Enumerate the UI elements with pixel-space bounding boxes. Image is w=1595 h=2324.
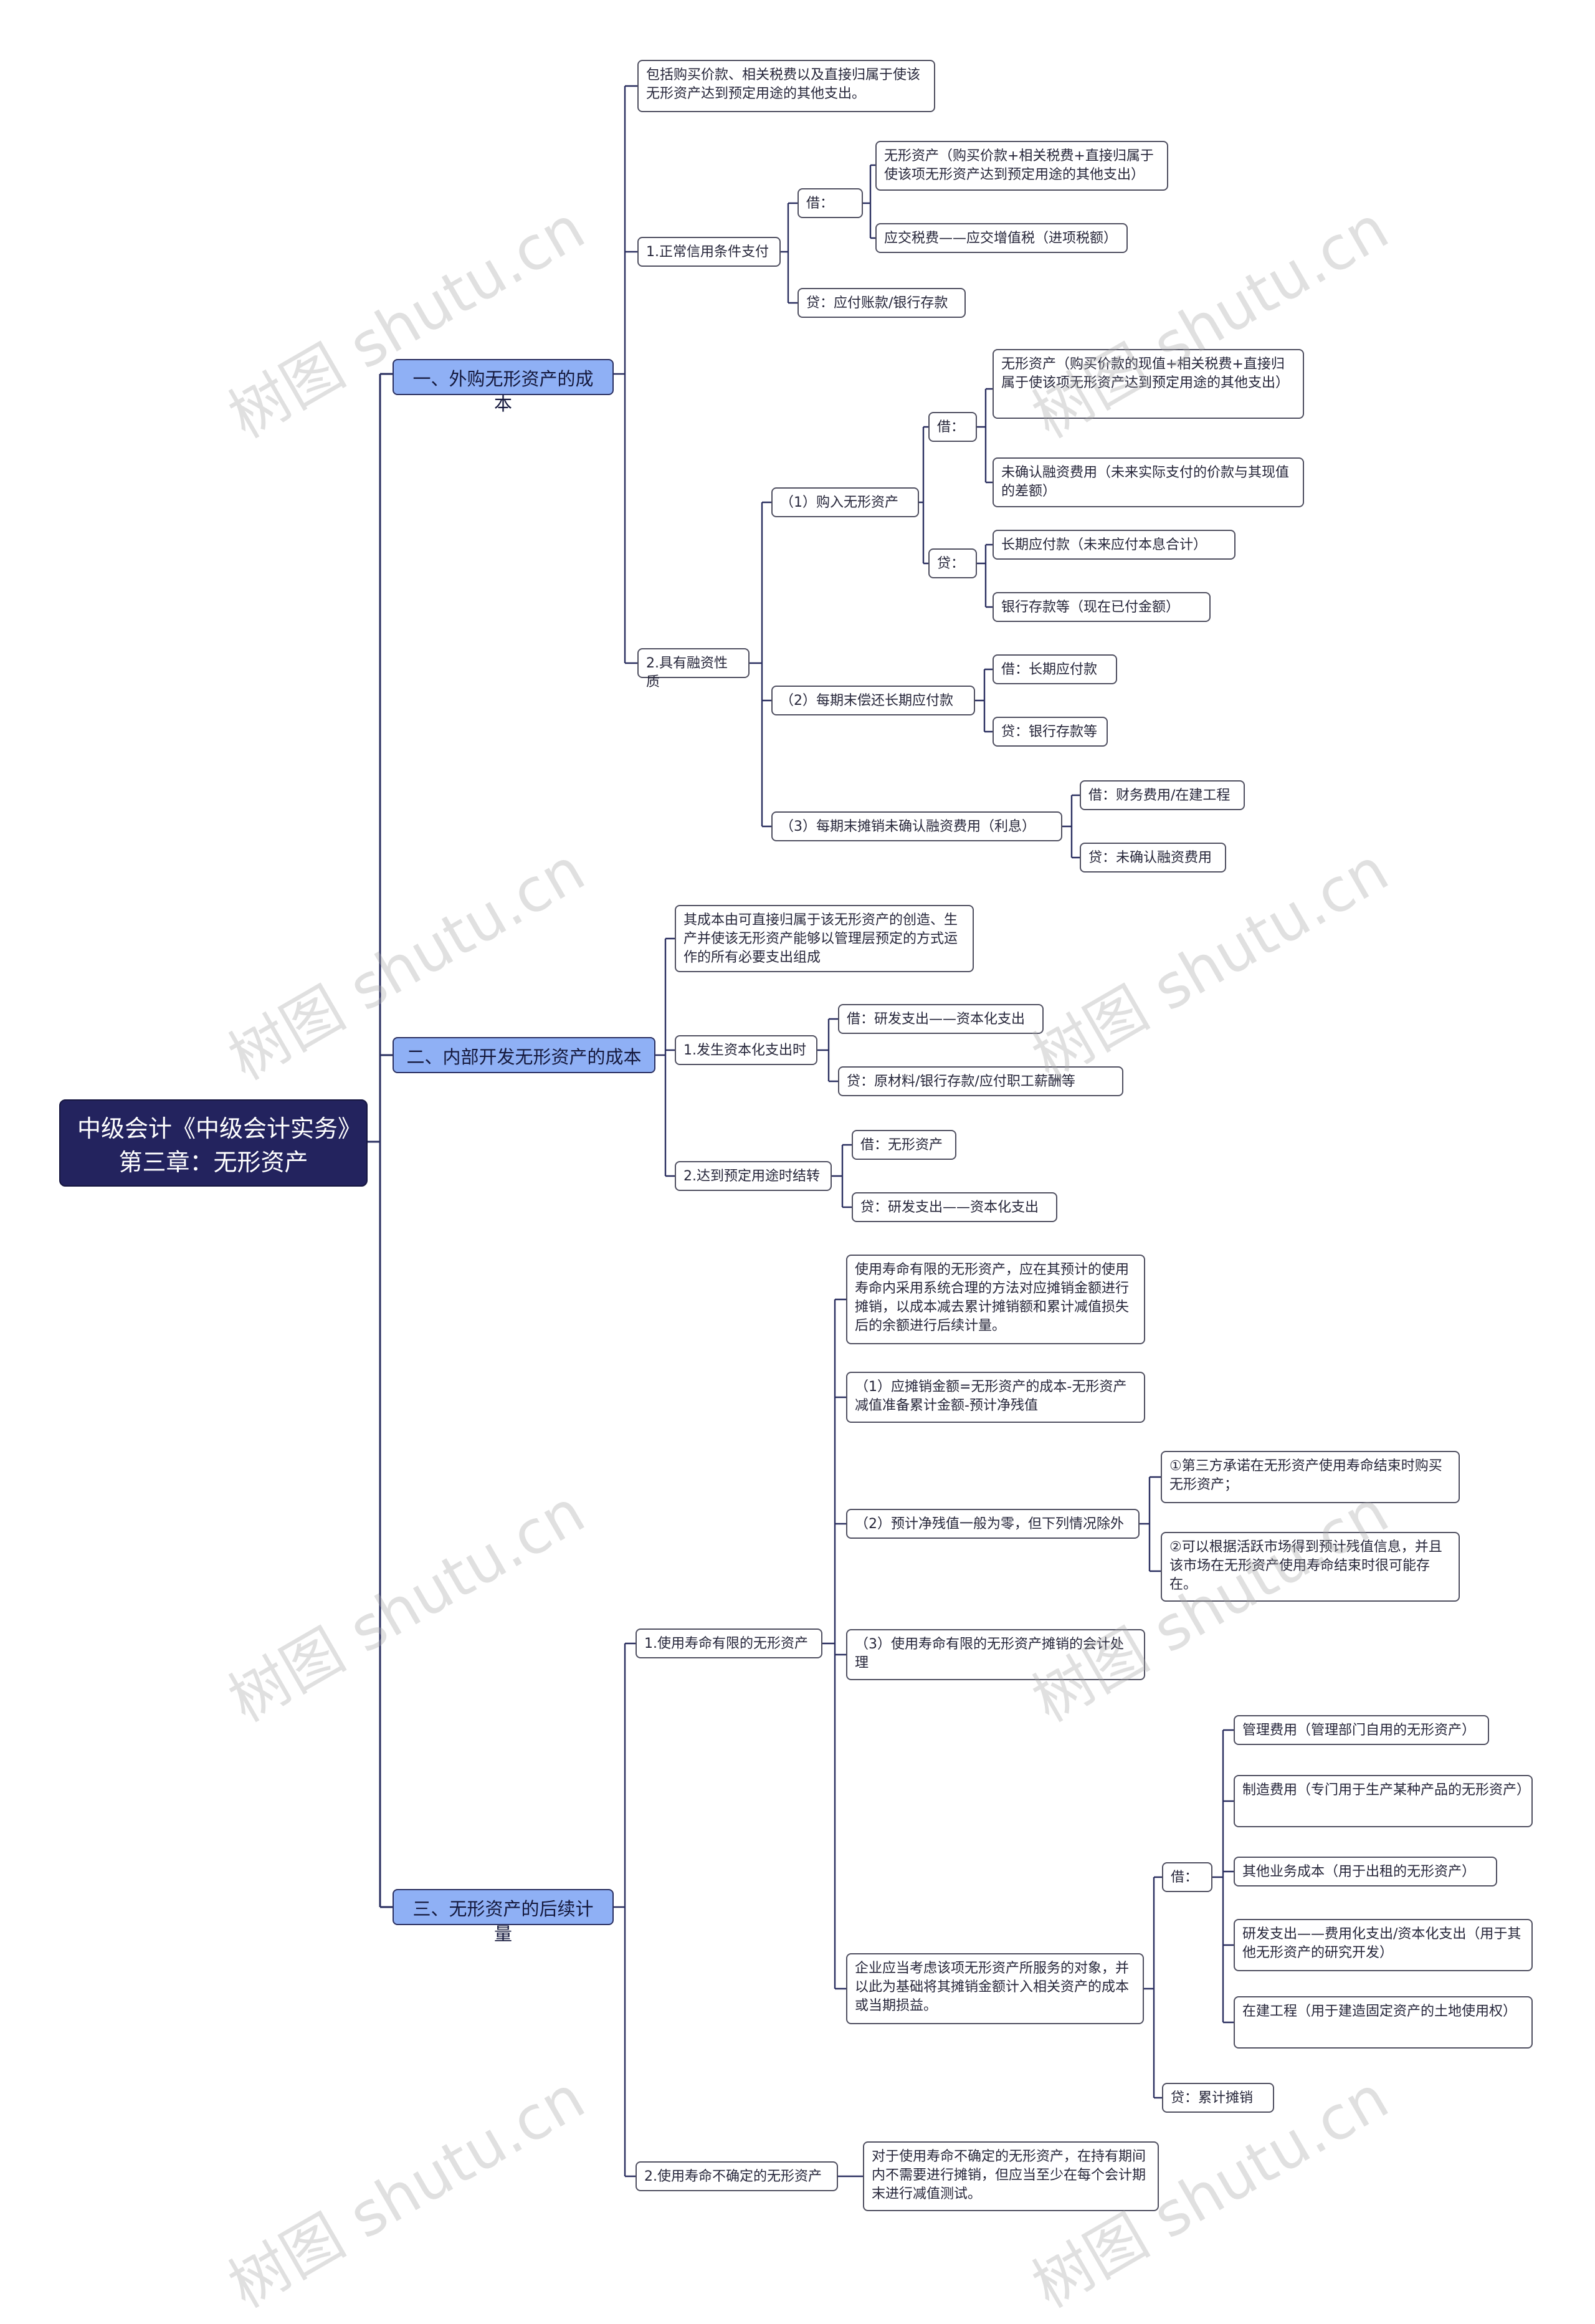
s3-indefinite-label[interactable]: 2.使用寿命不确定的无形资产 bbox=[636, 2161, 838, 2191]
s3-finite-label[interactable]: 1.使用寿命有限的无形资产 bbox=[636, 1628, 822, 1658]
s1-normal-debit[interactable]: 借： bbox=[798, 188, 863, 218]
s1-purchase-credit-item[interactable]: 银行存款等（现在已付金额） bbox=[993, 592, 1211, 622]
connector bbox=[750, 501, 771, 828]
s1-normal-debit-item[interactable]: 应交税费——应交增值税（进项税额） bbox=[875, 223, 1128, 253]
s1-financing-label[interactable]: 2.具有融资性质 bbox=[637, 648, 750, 690]
s1-normal-credit-label[interactable]: 1.正常信用条件支付 bbox=[637, 237, 781, 267]
s3-object-debit[interactable]: 借： bbox=[1162, 1862, 1212, 1892]
s2-transfer-credit[interactable]: 贷：研发支出——资本化支出 bbox=[852, 1192, 1057, 1222]
s3-object-credit[interactable]: 贷：累计摊销 bbox=[1162, 2083, 1274, 2113]
connector bbox=[863, 164, 875, 239]
s1-normal-debit-item[interactable]: 无形资产（购买价款+相关税费+直接归属于使该项无形资产达到预定用途的其他支出） bbox=[875, 141, 1168, 191]
s2-description[interactable]: 其成本由可直接归属于该无形资产的创造、生产并使该无形资产能够以管理层预定的方式运… bbox=[675, 905, 974, 972]
s1-purchase-credit[interactable]: 贷： bbox=[928, 548, 977, 578]
s3-object-debit-item[interactable]: 研发支出——费用化支出/资本化支出（用于其他无形资产的研究开发） bbox=[1234, 1919, 1533, 1971]
connector bbox=[919, 426, 928, 565]
connector bbox=[975, 668, 993, 733]
s2-transfer-debit[interactable]: 借：无形资产 bbox=[852, 1130, 956, 1160]
connector bbox=[781, 202, 798, 304]
s1-purchase-label[interactable]: （1）购入无形资产 bbox=[771, 487, 919, 517]
s3-residual-label[interactable]: （2）预计净残值一般为零，但下列情况除外 bbox=[846, 1509, 1140, 1539]
s3-object-debit-item[interactable]: 管理费用（管理部门自用的无形资产） bbox=[1234, 1715, 1489, 1745]
s1-repay-credit[interactable]: 贷：银行存款等 bbox=[993, 717, 1108, 747]
s2-capitalize-label[interactable]: 1.发生资本化支出时 bbox=[675, 1035, 817, 1065]
connector bbox=[655, 937, 675, 1177]
connector bbox=[368, 373, 393, 1908]
connector bbox=[1062, 794, 1080, 859]
s1-description[interactable]: 包括购买价款、相关税费以及直接归属于使该无形资产达到预定用途的其他支出。 bbox=[637, 60, 935, 112]
s3-object-debit-item[interactable]: 制造费用（专门用于生产某种产品的无形资产） bbox=[1234, 1775, 1533, 1827]
root-topic[interactable]: 中级会计《中级会计实务》第三章：无形资产 bbox=[59, 1099, 368, 1187]
s3-object-debit-item[interactable]: 在建工程（用于建造固定资产的土地使用权） bbox=[1234, 1996, 1533, 2049]
s3-residual-item[interactable]: ①第三方承诺在无形资产使用寿命结束时购买无形资产； bbox=[1161, 1451, 1460, 1503]
connector bbox=[822, 1298, 846, 1990]
section-3-title[interactable]: 三、无形资产的后续计量 bbox=[393, 1889, 614, 1944]
connector bbox=[1140, 1476, 1161, 1572]
s1-amortize-credit[interactable]: 贷：未确认融资费用 bbox=[1080, 843, 1226, 873]
s3-object-debit-item[interactable]: 其他业务成本（用于出租的无形资产） bbox=[1234, 1857, 1497, 1886]
s1-purchase-debit-item[interactable]: 未确认融资费用（未来实际支付的价款与其现值的差额） bbox=[993, 457, 1304, 507]
connector bbox=[614, 1642, 636, 2178]
s2-capitalize-credit[interactable]: 贷：原材料/银行存款/应付职工薪酬等 bbox=[838, 1066, 1123, 1096]
s1-purchase-debit[interactable]: 借： bbox=[928, 412, 977, 442]
s3-indefinite-description[interactable]: 对于使用寿命不确定的无形资产，在持有期间内不需要进行摊销，但应当至少在每个会计期… bbox=[863, 2141, 1159, 2211]
connector bbox=[1212, 1729, 1234, 2024]
s3-treatment[interactable]: （3）使用寿命有限的无形资产摊销的会计处理 bbox=[846, 1629, 1145, 1680]
mind-map-connectors bbox=[368, 85, 1234, 2178]
s1-repay-label[interactable]: （2）每期末偿还长期应付款 bbox=[771, 686, 975, 715]
section-2-title[interactable]: 二、内部开发无形资产的成本 bbox=[393, 1037, 655, 1073]
connector bbox=[817, 1018, 838, 1083]
s3-residual-item[interactable]: ②可以根据活跃市场得到预计残值信息，并且该市场在无形资产使用寿命结束时很可能存在… bbox=[1161, 1532, 1460, 1602]
s1-purchase-debit-item[interactable]: 无形资产（购买价款的现值+相关税费+直接归属于使该项无形资产达到预定用途的其他支… bbox=[993, 349, 1304, 419]
s3-finite-description[interactable]: 使用寿命有限的无形资产，应在其预计的使用寿命内采用系统合理的方法对应摊销金额进行… bbox=[846, 1255, 1145, 1344]
section-1-title[interactable]: 一、外购无形资产的成本 bbox=[393, 359, 614, 414]
s1-normal-credit[interactable]: 贷：应付账款/银行存款 bbox=[798, 288, 966, 318]
s2-transfer-label[interactable]: 2.达到预定用途时结转 bbox=[675, 1161, 832, 1191]
connector bbox=[614, 85, 637, 664]
connector bbox=[832, 1144, 852, 1208]
s2-capitalize-debit[interactable]: 借：研发支出——资本化支出 bbox=[838, 1004, 1044, 1034]
s3-finite-amount[interactable]: （1）应摊销金额=无形资产的成本-无形资产减值准备累计金额-预计净残值 bbox=[846, 1372, 1145, 1423]
connector bbox=[1144, 1876, 1162, 2099]
s1-amortize-label[interactable]: （3）每期末摊销未确认融资费用（利息） bbox=[771, 811, 1062, 841]
s1-amortize-debit[interactable]: 借：财务费用/在建工程 bbox=[1080, 780, 1245, 810]
connector bbox=[977, 388, 993, 484]
s1-purchase-credit-item[interactable]: 长期应付款（未来应付本息合计） bbox=[993, 530, 1236, 560]
connector bbox=[977, 543, 993, 608]
s3-object-description[interactable]: 企业应当考虑该项无形资产所服务的对象，并以此为基础将其摊销金额计入相关资产的成本… bbox=[846, 1953, 1144, 2024]
s1-repay-debit[interactable]: 借：长期应付款 bbox=[993, 654, 1117, 684]
